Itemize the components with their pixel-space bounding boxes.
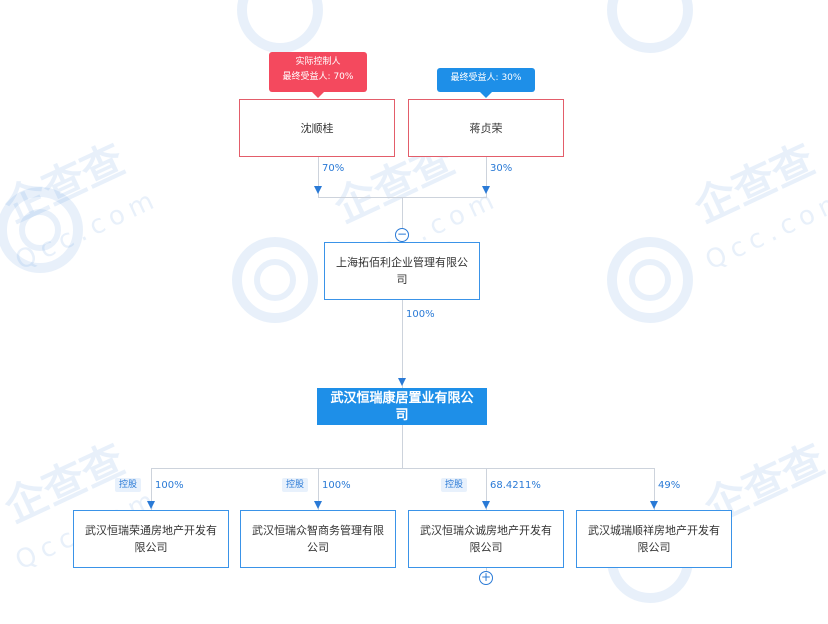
share-percent: 68.4211% bbox=[490, 480, 541, 491]
arrow-down-icon bbox=[650, 501, 658, 509]
connector-line bbox=[486, 157, 487, 197]
watermark-1 bbox=[0, 120, 140, 284]
watermark-2 bbox=[215, 220, 335, 344]
holding-tag: 控股 bbox=[441, 478, 468, 492]
holding-company-node[interactable]: 上海拓佰利企业管理有限公司 bbox=[324, 242, 480, 300]
subsidiary-name: 武汉恒瑞众诚房地产开发有限公司 bbox=[420, 524, 552, 554]
connector-line bbox=[318, 157, 319, 197]
arrow-down-icon bbox=[482, 186, 490, 194]
beneficiary-tag-line1: 最终受益人: 30% bbox=[450, 73, 522, 83]
collapse-icon[interactable]: − bbox=[395, 227, 409, 242]
shareholder-node[interactable]: 蒋贞荣 bbox=[408, 99, 564, 157]
connector-line bbox=[151, 468, 655, 469]
share-percent: 100% bbox=[406, 309, 435, 320]
tag-pointer bbox=[480, 92, 492, 98]
watermark-brand-3: 企查查 bbox=[686, 134, 822, 233]
watermark-3 bbox=[590, 220, 710, 344]
subsidiary-name: 武汉恒瑞荣通房地产开发有限公司 bbox=[85, 524, 217, 554]
holding-company-name: 上海拓佰利企业管理有限公司 bbox=[336, 256, 468, 286]
subsidiary-node[interactable]: 武汉恒瑞荣通房地产开发有限公司 bbox=[73, 510, 229, 568]
arrow-down-icon bbox=[398, 378, 406, 386]
arrow-down-icon bbox=[314, 501, 322, 509]
target-company-name: 武汉恒瑞康居置业有限公司 bbox=[330, 390, 474, 423]
connector-line bbox=[318, 468, 319, 510]
watermark-4 bbox=[590, 0, 710, 74]
controller-tag-line1: 实际控制人 bbox=[295, 57, 341, 67]
connector-line bbox=[151, 468, 152, 510]
shareholder-node[interactable]: 沈顺桂 bbox=[239, 99, 395, 157]
subsidiary-node[interactable]: 武汉恒瑞众诚房地产开发有限公司 bbox=[408, 510, 564, 568]
share-percent: 100% bbox=[322, 480, 351, 491]
expand-icon[interactable]: + bbox=[479, 570, 493, 585]
subsidiary-node[interactable]: 武汉恒瑞众智商务管理有限公司 bbox=[240, 510, 396, 568]
shareholder-name: 沈顺桂 bbox=[300, 121, 334, 135]
watermark-domain-1: Qcc.com bbox=[10, 183, 164, 277]
watermark-domain-3: Qcc.com bbox=[700, 183, 828, 277]
share-percent: 70% bbox=[322, 163, 345, 174]
subsidiary-name: 武汉城瑞顺祥房地产开发有限公司 bbox=[588, 524, 720, 554]
watermark-brand-1: 企查查 bbox=[0, 134, 132, 233]
controller-tag-line2: 最终受益人: 70% bbox=[282, 72, 354, 82]
beneficiary-tag: 最终受益人: 30% bbox=[437, 68, 535, 92]
connector-line bbox=[402, 425, 403, 468]
tag-pointer bbox=[312, 92, 324, 98]
subsidiary-name: 武汉恒瑞众智商务管理有限公司 bbox=[252, 524, 384, 554]
arrow-down-icon bbox=[147, 501, 155, 509]
holding-tag: 控股 bbox=[115, 478, 142, 492]
target-company-node[interactable]: 武汉恒瑞康居置业有限公司 bbox=[317, 388, 487, 425]
arrow-down-icon bbox=[314, 186, 322, 194]
share-percent: 30% bbox=[490, 163, 513, 174]
shareholder-name: 蒋贞荣 bbox=[469, 121, 503, 135]
controller-tag: 实际控制人 最终受益人: 70% bbox=[269, 52, 367, 92]
subsidiary-node[interactable]: 武汉城瑞顺祥房地产开发有限公司 bbox=[576, 510, 732, 568]
connector-line bbox=[654, 468, 655, 510]
connector-line bbox=[486, 468, 487, 510]
connector-line bbox=[402, 197, 403, 242]
connector-line bbox=[402, 300, 403, 388]
connector-line bbox=[486, 568, 487, 571]
arrow-down-icon bbox=[482, 501, 490, 509]
share-percent: 49% bbox=[658, 480, 681, 491]
share-percent: 100% bbox=[155, 480, 184, 491]
holding-tag: 控股 bbox=[282, 478, 309, 492]
